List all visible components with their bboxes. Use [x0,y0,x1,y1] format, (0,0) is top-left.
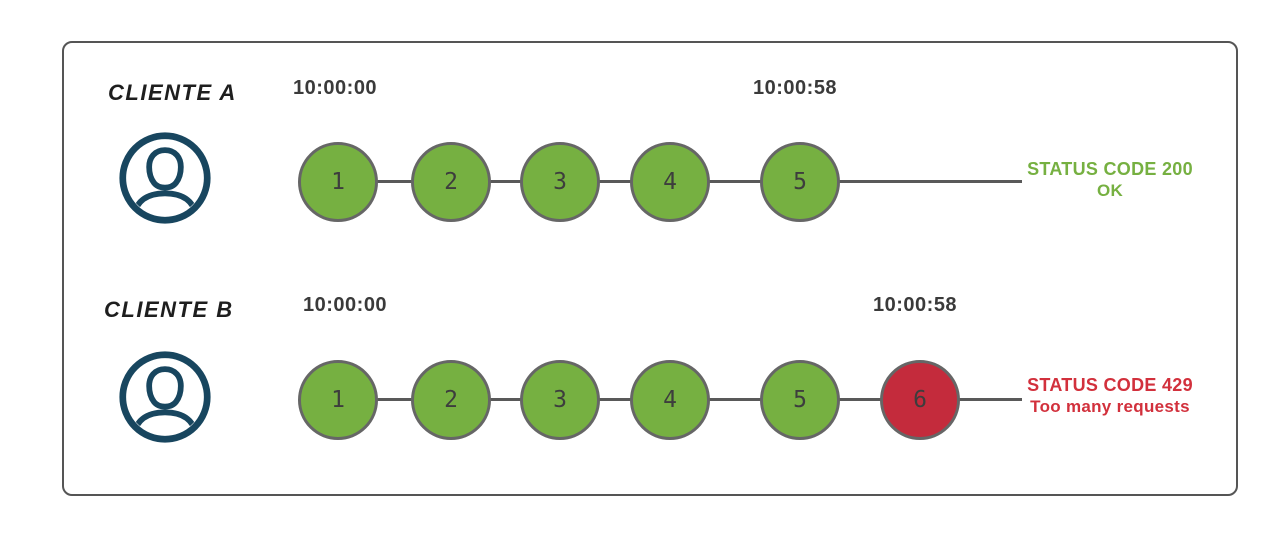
request-b-1: 1 [298,360,378,440]
request-a-1: 1 [298,142,378,222]
status-b-text: STATUS CODE 429 Too many requests [1022,374,1198,418]
request-b-2: 2 [411,360,491,440]
status-a-code: STATUS CODE 200 [1027,159,1193,179]
client-a-label: CLIENTE A [108,80,237,105]
client-a-start-time: 10:00:00 [293,77,378,99]
user-icon [117,130,213,226]
request-a-4: 4 [630,142,710,222]
client-b-end-time: 10:00:58 [873,294,958,316]
status-a-message: OK [1096,181,1124,200]
status-b-code: STATUS CODE 429 [1027,375,1193,395]
request-a-2: 2 [411,142,491,222]
request-b-5: 5 [760,360,840,440]
user-icon [117,349,213,445]
request-b-6-blocked: 6 [880,360,960,440]
client-a-end-time: 10:00:58 [753,77,838,99]
status-a-text: STATUS CODE 200 OK [1022,158,1198,202]
request-b-3: 3 [520,360,600,440]
request-a-3: 3 [520,142,600,222]
request-b-4: 4 [630,360,710,440]
client-b-start-time: 10:00:00 [303,294,388,316]
status-b-message: Too many requests [1030,397,1190,416]
request-a-5: 5 [760,142,840,222]
client-b-label: CLIENTE B [104,297,234,322]
